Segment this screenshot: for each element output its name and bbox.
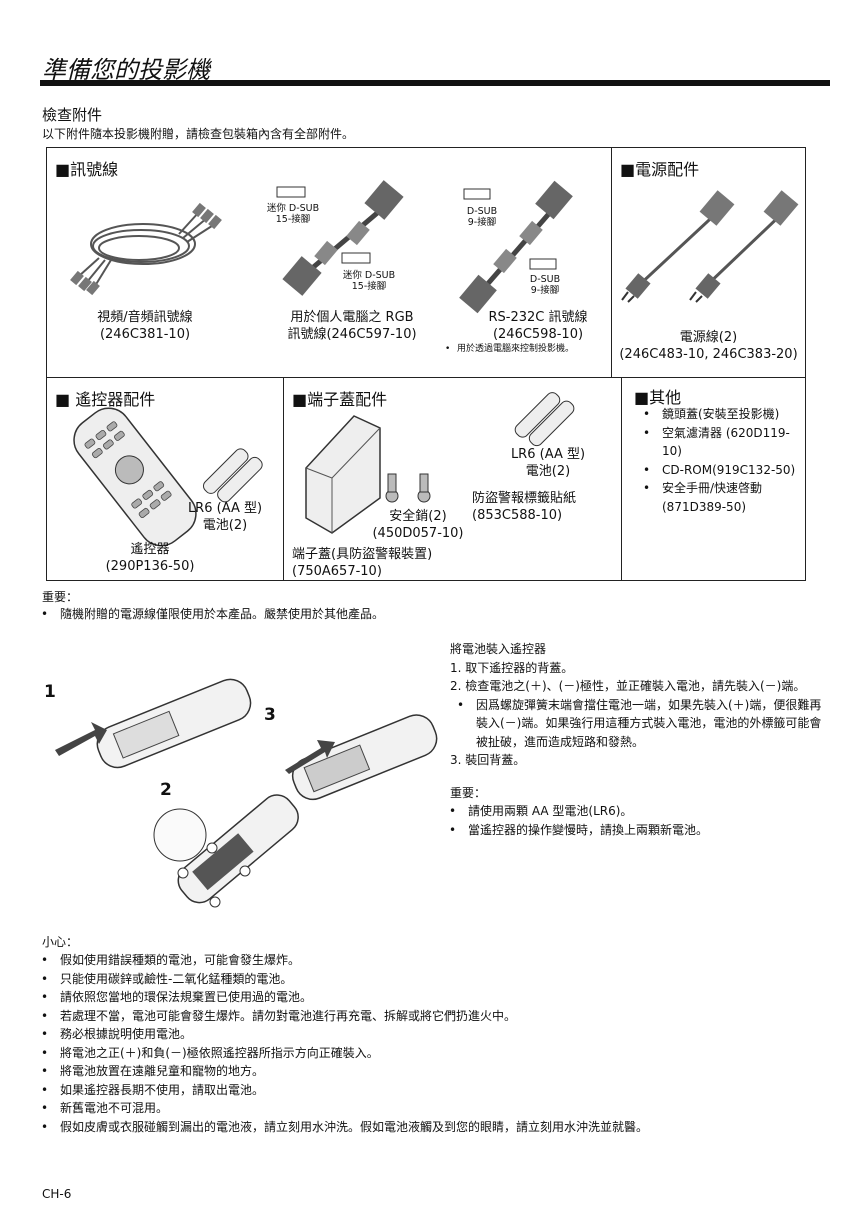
- list-item: 假如皮膚或衣服碰觸到漏出的電池液，請立刻用水沖洗。假如電池液觸及到您的眼睛，請立…: [38, 1118, 838, 1137]
- step-1: 1. 取下遙控器的背蓋。: [450, 660, 574, 675]
- av-cable-image: [70, 202, 222, 296]
- caution-heading: 小心：: [42, 935, 79, 949]
- rgb-connector-label-bottom: 迷你 D-SUB 15-接腳: [342, 270, 396, 292]
- security-pin-image: [385, 473, 431, 503]
- rgb-connector-label-top: 迷你 D-SUB 15-接腳: [266, 203, 320, 225]
- others-list: 鏡頭蓋(安裝至投影機) 空氣濾清器 (620D119-10) CD-ROM(91…: [640, 405, 800, 516]
- intro-text: 以下附件隨本投影機附贈，請檢查包裝箱內含有全部附件。: [42, 127, 355, 141]
- list-item: 當遙控器的操作變慢時，請換上兩顆新電池。: [446, 821, 830, 840]
- instructions-heading: 將電池裝入遙控器: [450, 642, 547, 656]
- cell-remote: ■ 遙控器配件 LR6 (AA 型) 電池(2): [46, 377, 284, 581]
- step-2-note: 因爲螺旋彈簧末端會擋住電池一端，如果先裝入(＋)端，便很難再裝入(－)端。如果強…: [450, 696, 830, 752]
- rs232c-cable-image: [459, 180, 573, 314]
- cell-signal-cables: ■訊號線 視頻/音頻訊號線 (246C381-10): [46, 147, 612, 378]
- section-heading: 檢查附件: [42, 106, 103, 124]
- rs232c-cable-caption: RS-232C 訊號線 (246C598-10): [488, 310, 588, 342]
- list-item: CD-ROM(919C132-50): [640, 461, 800, 480]
- important-list: 隨機附贈的電源線僅限使用於本產品。嚴禁使用於其他產品。: [38, 605, 818, 624]
- list-item: 將電池之正(＋)和負(－)極依照遙控器所指示方向正確裝入。: [38, 1044, 838, 1063]
- av-cable-caption: 視頻/音頻訊號線 (246C381-10): [97, 310, 193, 342]
- cell-terminal-cover: ■端子蓋配件 LR6 (AA 型) 電池(2) 防盜警報標籤貼紙 (853C58…: [283, 377, 622, 581]
- cell-power: ■電源配件 電源線(2) (246C483-10, 246C383-20): [611, 147, 806, 378]
- list-item: 請使用兩顆 AA 型電池(LR6)。: [446, 802, 830, 821]
- terminal-cover-image: [305, 415, 381, 534]
- cell-title: ■電源配件: [620, 160, 700, 179]
- list-item: 安全手冊/快速啓動 (871D389-50): [640, 479, 800, 516]
- rs232c-note: •用於透過電腦來控制投影機。: [445, 344, 575, 354]
- battery-install-image: [55, 678, 438, 908]
- step-number: 1: [44, 682, 56, 702]
- sticker-caption: 防盜警報標籤貼紙 (853C588-10): [472, 491, 577, 523]
- rs232c-connector-label-top: D-SUB 9-接腳: [466, 206, 498, 228]
- remote-caption: 遙控器 (290P136-50): [105, 542, 195, 574]
- important-list: 請使用兩顆 AA 型電池(LR6)。 當遙控器的操作變慢時，請換上兩顆新電池。: [446, 802, 830, 839]
- list-item: 新舊電池不可混用。: [38, 1099, 838, 1118]
- battery-image: [514, 392, 575, 447]
- caution-list: 假如使用錯誤種類的電池，可能會發生爆炸。 只能使用碳鋅或鹼性-二氧化錳種類的電池…: [38, 951, 838, 1136]
- list-item: 因爲螺旋彈簧末端會擋住電池一端，如果先裝入(＋)端，便很難再裝入(－)端。如果強…: [454, 696, 830, 752]
- step-2: 2. 檢查電池之(＋)、(－)極性，並正確裝入電池，請先裝入(－)端。: [450, 679, 806, 693]
- step-number: 3: [264, 705, 276, 725]
- cell-title: ■訊號線: [55, 160, 119, 179]
- power-cord-image: [621, 190, 799, 303]
- step-number: 2: [160, 780, 172, 800]
- list-item: 鏡頭蓋(安裝至投影機): [640, 405, 800, 424]
- list-item: 隨機附贈的電源線僅限使用於本產品。嚴禁使用於其他產品。: [38, 605, 818, 624]
- list-item: 空氣濾清器 (620D119-10): [640, 424, 800, 461]
- list-item: 只能使用碳鋅或鹼性-二氧化錳種類的電池。: [38, 970, 838, 989]
- header-rule: [40, 80, 830, 86]
- list-item: 如果遙控器長期不使用，請取出電池。: [38, 1081, 838, 1100]
- important-heading: 重要：: [42, 590, 79, 604]
- page-number: CH-6: [42, 1187, 72, 1201]
- list-item: 若處理不當，電池可能會發生爆炸。請勿對電池進行再充電、拆解或將它們扔進火中。: [38, 1007, 838, 1026]
- cell-title: ■ 遙控器配件: [55, 390, 156, 409]
- cell-title: ■端子蓋配件: [292, 390, 388, 409]
- terminal-cover-caption: 端子蓋(具防盜警報裝置) (750A657-10): [292, 547, 433, 579]
- list-item: 務必根據說明使用電池。: [38, 1025, 838, 1044]
- battery-image: [202, 448, 263, 503]
- security-pin-caption: 安全銷(2) (450D057-10): [372, 509, 464, 541]
- important-heading: 重要：: [450, 785, 487, 800]
- rs232c-connector-label-bottom: D-SUB 9-接腳: [529, 274, 561, 296]
- list-item: 請依照您當地的環保法規棄置已使用過的電池。: [38, 988, 838, 1007]
- rgb-cable-caption: 用於個人電腦之 RGB 訊號線(246C597-10): [287, 310, 417, 342]
- cell-title: ■其他: [634, 388, 682, 407]
- terminal-battery-caption: LR6 (AA 型) 電池(2): [510, 447, 586, 479]
- rgb-cable-image: [276, 180, 404, 296]
- list-item: 將電池放置在遠離兒童和寵物的地方。: [38, 1062, 838, 1081]
- remote-battery-caption: LR6 (AA 型) 電池(2): [187, 501, 263, 533]
- remote-control-image: [73, 407, 197, 547]
- battery-install-instructions: 將電池裝入遙控器 1. 取下遙控器的背蓋。 2. 檢查電池之(＋)、(－)極性，…: [449, 640, 830, 839]
- step-3: 3. 裝回背蓋。: [450, 753, 526, 767]
- list-item: 假如使用錯誤種類的電池，可能會發生爆炸。: [38, 951, 838, 970]
- cell-others: ■其他 鏡頭蓋(安裝至投影機) 空氣濾清器 (620D119-10) CD-RO…: [621, 377, 806, 581]
- page-title: 準備您的投影機: [42, 56, 210, 84]
- power-cord-caption: 電源線(2) (246C483-10, 246C383-20): [619, 330, 798, 362]
